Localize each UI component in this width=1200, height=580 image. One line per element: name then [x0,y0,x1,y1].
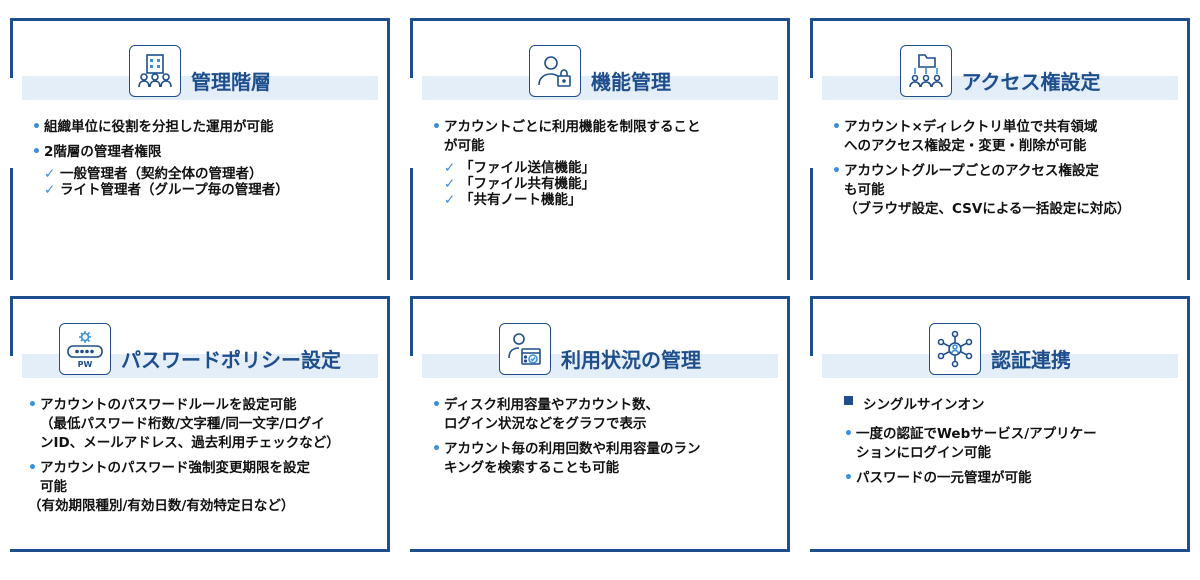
card-border [10,549,390,552]
usage-calendar-icon [499,323,551,375]
pw-label: PW [78,360,93,369]
card-border [810,296,813,356]
card-border [410,296,413,356]
card-management-hierarchy: 管理階層 •組織単位に役割を分担した運用が可能 •2階層の管理者権限 ✓一般管理… [10,18,390,280]
note-text: （有効期限種別/有効日数/有効特定日など） [28,498,295,514]
card-border [387,296,390,552]
card-border [10,18,390,21]
network-auth-icon [929,323,981,375]
card-title: 管理階層 [191,69,271,94]
note-text: （最低パスワード桁数/文字種/同一文字/ログイ ンID、メールアドレス、過去利用… [40,416,340,451]
bullet-marker: • [832,119,841,135]
card-border [410,18,790,21]
check-icon: ✓ [44,166,56,182]
card-title: 機能管理 [591,69,671,94]
card-border [10,296,13,356]
card-border [810,549,1190,552]
bullet-text: アカウントグループごとのアクセス権設定 も可能 [844,163,1099,198]
bullet-marker: • [844,426,853,442]
check-text: 「共有ノート機能」 [460,192,582,208]
title-band [422,76,778,100]
card-title: 認証連携 [991,347,1071,372]
bullet-marker: • [432,119,441,135]
bullet-text: ディスク利用容量やアカウント数、 ログイン状況などをグラフで表示 [444,397,660,432]
card-title: パスワードポリシー設定 [121,347,341,372]
card-border [410,18,413,78]
note-text: （ブラウザ設定、CSVによる一括設定に対応） [844,201,1131,217]
card-border [387,18,390,280]
bullet-marker: • [32,119,41,135]
bullet-marker: • [432,441,441,457]
check-icon: ✓ [444,192,456,208]
card-border [410,168,413,280]
card-border [410,549,790,552]
card-title: 利用状況の管理 [561,347,701,372]
bullet-marker: • [28,397,37,413]
org-hierarchy-icon [129,45,181,97]
bullet-text: アカウントごとに利用機能を制限すること が可能 [444,119,701,154]
check-text: 一般管理者（契約全体の管理者） [60,166,263,182]
card-border [10,296,390,299]
square-item-text: シングルサインオン [863,397,985,413]
password-gear-icon: PW [59,323,111,375]
bullet-marker: • [844,470,853,486]
card-function-management: 機能管理 •アカウントごとに利用機能を制限すること が可能 ✓「ファイル送信機能… [410,18,790,280]
check-icon: ✓ [44,182,56,198]
card-border [810,18,1190,21]
card-title: アクセス権設定 [961,69,1101,94]
bullet-marker: • [832,163,841,179]
check-icon: ✓ [444,160,456,176]
user-lock-icon [529,45,581,97]
title-band [822,76,1178,100]
card-border [1187,18,1190,280]
card-border [787,296,790,552]
bullet-marker: • [28,460,37,476]
bullet-text: 2階層の管理者権限 [44,144,162,160]
bullet-text: 一度の認証でWebサービス/アプリケー ションにログイン可能 [856,426,1097,461]
title-band [22,76,378,100]
bullet-text: アカウント毎の利用回数や利用容量のラン キングを検索することも可能 [444,441,701,476]
bullet-marker: • [432,397,441,413]
card-border [810,168,813,280]
card-border [10,18,13,78]
title-band [822,354,1178,378]
card-border [410,296,790,299]
square-marker [844,396,853,405]
card-usage-management: 利用状況の管理 •ディスク利用容量やアカウント数、 ログイン状況などをグラフで表… [410,296,790,552]
check-text: 「ファイル送信機能」 [460,160,595,176]
card-access-rights: アクセス権設定 •アカウント×ディレクトリ単位で共有領域 へのアクセス権設定・変… [810,18,1190,280]
check-text: 「ファイル共有機能」 [460,176,595,192]
check-icon: ✓ [444,176,456,192]
check-text: ライト管理者（グループ毎の管理者） [60,182,289,198]
bullet-text: アカウントのパスワードルールを設定可能 [40,397,297,413]
title-band [422,354,778,378]
card-password-policy: PW パスワードポリシー設定 •アカウントのパスワードルールを設定可能 （最低パ… [10,296,390,552]
card-auth-integration: 認証連携 シングルサインオン •一度の認証でWebサービス/アプリケー ションに… [810,296,1190,552]
card-border [810,296,1190,299]
folder-access-icon [899,45,952,97]
bullet-text: アカウントのパスワード強制変更期限を設定 可能 [40,460,310,495]
card-border [10,168,13,280]
bullet-text: アカウント×ディレクトリ単位で共有領域 へのアクセス権設定・変更・削除が可能 [844,119,1098,154]
bullet-text: 組織単位に役割を分担した運用が可能 [44,119,274,135]
bullet-marker: • [32,144,41,160]
card-border [810,18,813,78]
card-border [787,18,790,280]
card-border [1187,296,1190,552]
bullet-text: パスワードの一元管理が可能 [856,470,1032,486]
